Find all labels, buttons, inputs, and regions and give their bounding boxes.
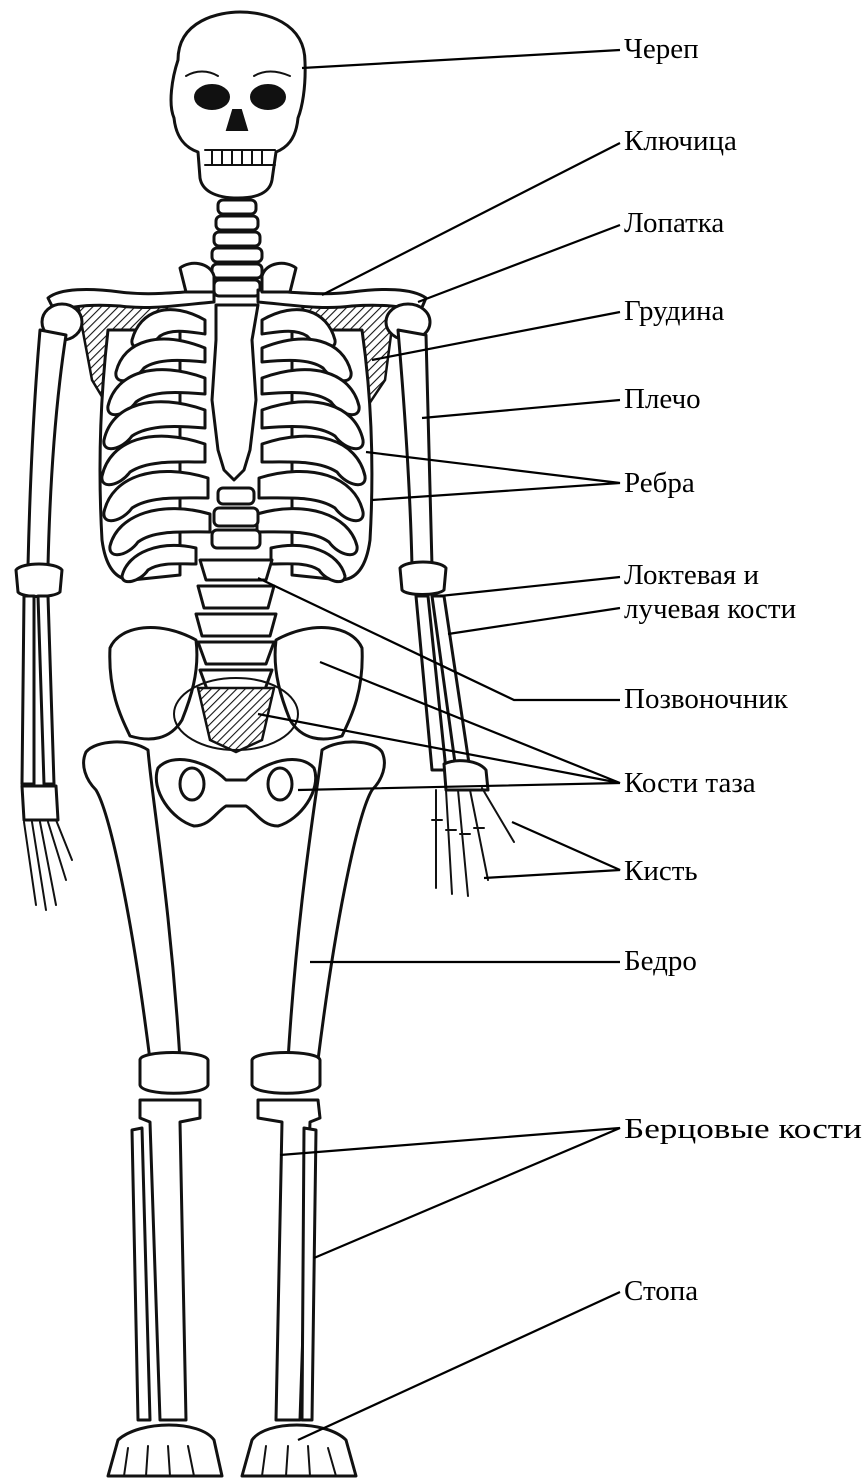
label-sternum: Грудина <box>624 295 725 327</box>
label-foot: Стопа <box>624 1275 698 1307</box>
right-arm <box>386 304 514 896</box>
neck-vertebrae <box>212 200 262 296</box>
skull-bone <box>171 12 305 198</box>
label-femur: Бедро <box>624 945 697 977</box>
right-leg <box>242 742 384 1476</box>
label-ribs: Ребра <box>624 467 695 499</box>
leader-forearm <box>440 577 620 634</box>
leader-scapula <box>418 225 620 302</box>
label-forearm-line1: Локтевая и <box>624 559 759 591</box>
leader-foot <box>298 1292 620 1440</box>
label-humerus: Плечо <box>624 383 701 415</box>
sternum-bone <box>212 305 258 480</box>
label-skull: Череп <box>624 33 699 65</box>
leader-skull <box>302 50 620 68</box>
leader-ribs <box>366 452 620 500</box>
leader-clavicle <box>322 143 620 295</box>
label-pelvis: Кости таза <box>624 767 756 799</box>
leader-shin <box>280 1128 620 1258</box>
skeleton-drawing <box>16 12 514 1476</box>
label-scapula: Лопатка <box>624 207 724 239</box>
label-forearm-line2: лучевая кости <box>624 593 796 625</box>
label-spine: Позвоночник <box>624 683 789 715</box>
left-arm <box>16 304 82 910</box>
left-leg <box>84 742 222 1476</box>
leader-hand <box>484 822 620 878</box>
leader-humerus <box>422 400 620 418</box>
label-hand: Кисть <box>624 855 698 887</box>
label-shin: Берцовые кости <box>624 1113 862 1145</box>
label-clavicle: Ключица <box>624 125 737 157</box>
labels: Череп Ключица Лопатка Грудина Плечо Ребр… <box>624 33 862 1307</box>
